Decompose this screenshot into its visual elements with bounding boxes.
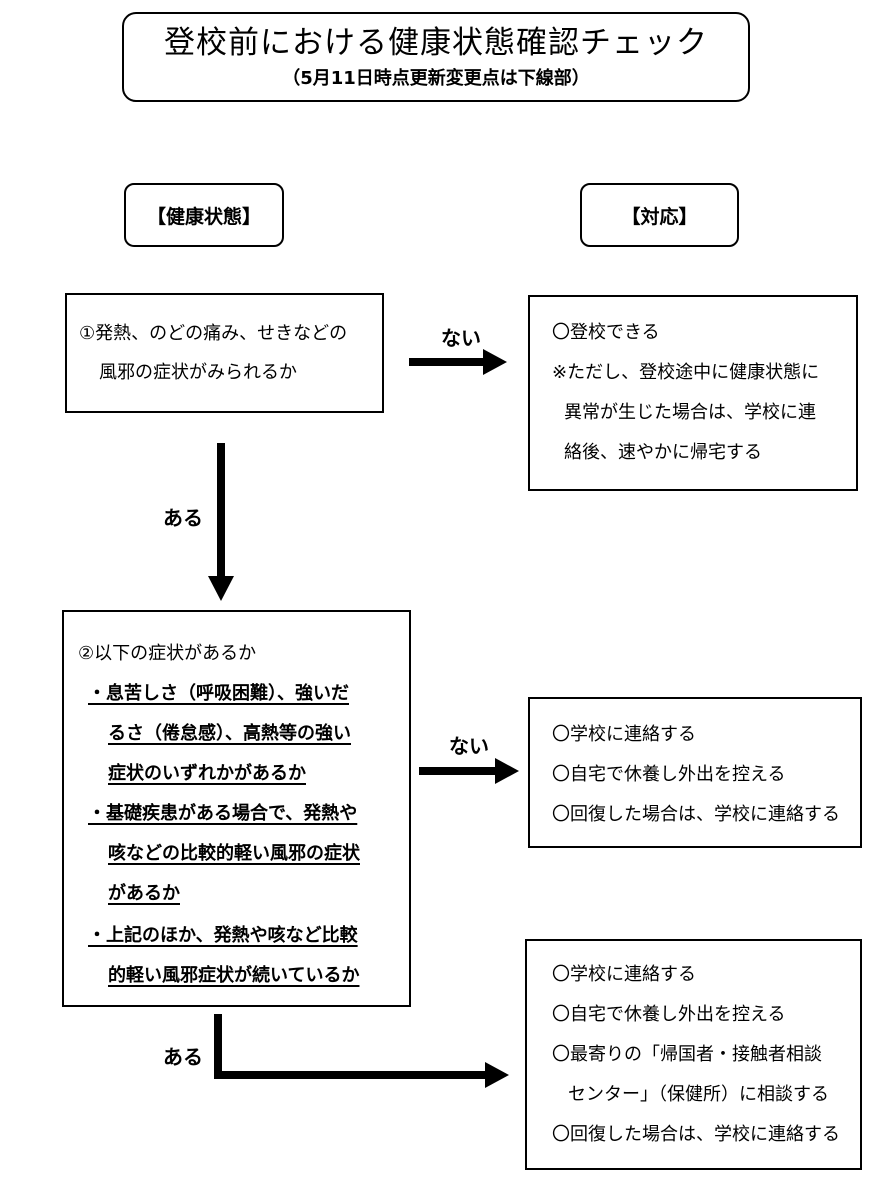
label-yes-1: ある	[163, 506, 203, 530]
label-no-2: ない	[449, 734, 489, 758]
q2-bullet-1-line-2: るさ（倦怠感）、高熱等の強い	[108, 723, 351, 744]
q2-bullet-1-line-1: ・息苦しさ（呼吸困難）、強いだ	[88, 683, 349, 704]
arrow-q1-yes	[208, 443, 234, 601]
response-attend-box: 〇登校できる ※ただし、登校途中に健康状態に 異常が生じた場合は、学校に連 絡後…	[528, 295, 858, 491]
q1-line-1: ①発熱、のどの痛み、せきなどの	[79, 323, 348, 344]
q2-bullet-1-line-3: 症状のいずれかがあるか	[108, 763, 306, 784]
header-response: 【対応】	[580, 183, 739, 247]
label-yes-2: ある	[163, 1045, 203, 1069]
title-box: 登校前における健康状態確認チェック （5月11日時点更新変更点は下線部）	[122, 12, 750, 102]
response-no-symptoms-box: 〇学校に連絡する 〇自宅で休養し外出を控える 〇回復した場合は、学校に連絡する	[528, 697, 862, 848]
ok2-line-2: 〇自宅で休養し外出を控える	[552, 764, 786, 785]
q1-line-2: 風邪の症状がみられるか	[99, 362, 297, 383]
ng2-line-3: 〇最寄りの「帰国者・接触者相談	[552, 1044, 822, 1065]
page-subtitle: （5月11日時点更新変更点は下線部）	[282, 68, 590, 89]
arrow-q2-yes	[214, 1014, 509, 1088]
q2-bullet-3-line-2: 的軽い風邪症状が続いているか	[108, 965, 360, 986]
ng2-line-1: 〇学校に連絡する	[552, 964, 696, 985]
response-symptoms-box: 〇学校に連絡する 〇自宅で休養し外出を控える 〇最寄りの「帰国者・接触者相談 セ…	[525, 939, 862, 1170]
q2-bullet-2-line-2: 咳などの比較的軽い風邪の症状	[108, 843, 360, 864]
page-title: 登校前における健康状態確認チェック	[164, 25, 708, 61]
q2-bullet-3-line-1: ・上記のほか、発熱や咳など比較	[88, 925, 358, 946]
q2-bullet-2-line-1: ・基礎疾患がある場合で、発熱や	[88, 803, 358, 824]
ok1-line-4: 絡後、速やかに帰宅する	[564, 442, 762, 463]
ok1-line-2: ※ただし、登校途中に健康状態に	[552, 362, 820, 383]
ok1-line-1: 〇登校できる	[552, 322, 660, 343]
ok2-line-3: 〇回復した場合は、学校に連絡する	[552, 804, 840, 825]
question-1-box: ①発熱、のどの痛み、せきなどの 風邪の症状がみられるか	[65, 293, 384, 413]
header-health-status: 【健康状態】	[124, 183, 284, 247]
ng2-line-5: 〇回復した場合は、学校に連絡する	[552, 1124, 840, 1145]
arrow-q1-no	[409, 349, 507, 375]
q2-heading: ②以下の症状があるか	[78, 643, 257, 664]
arrow-q2-no	[419, 758, 519, 784]
q2-bullet-2-line-3: があるか	[108, 883, 180, 904]
ng2-line-4: センター」（保健所）に相談する	[568, 1084, 829, 1105]
question-2-box: ②以下の症状があるか ・息苦しさ（呼吸困難）、強いだ るさ（倦怠感）、高熱等の強…	[62, 610, 411, 1007]
ok1-line-3: 異常が生じた場合は、学校に連	[564, 402, 816, 423]
label-no-1: ない	[441, 326, 481, 350]
ng2-line-2: 〇自宅で休養し外出を控える	[552, 1004, 786, 1025]
ok2-line-1: 〇学校に連絡する	[552, 724, 696, 745]
